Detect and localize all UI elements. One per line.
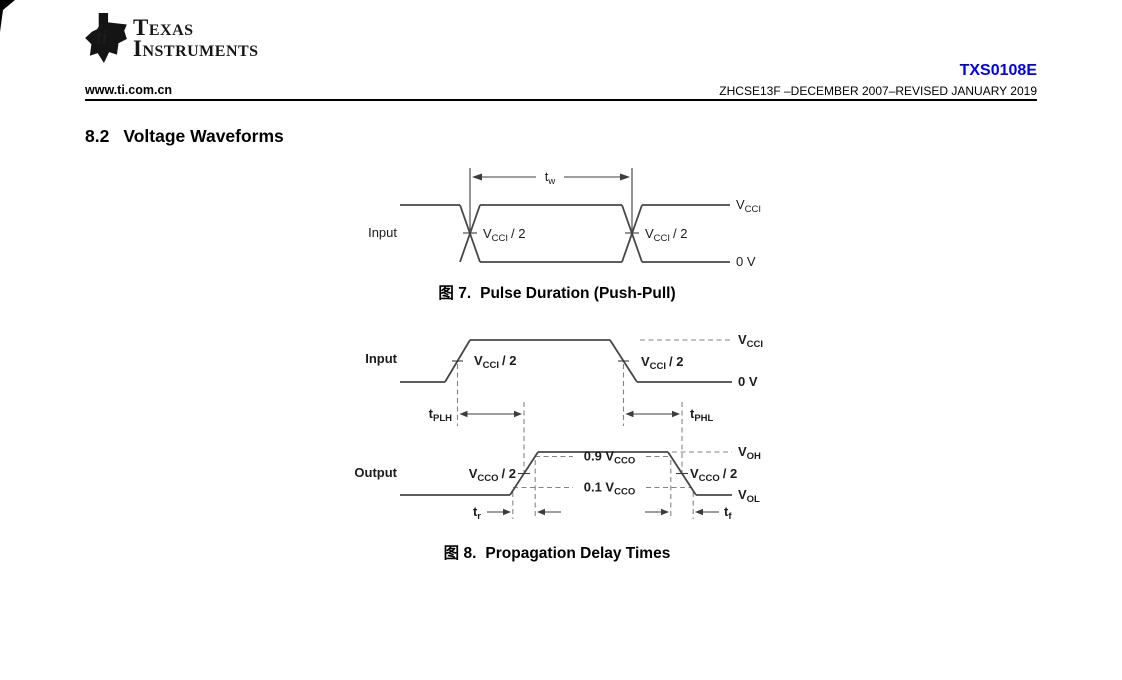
fig7-arrowheads: [472, 173, 630, 181]
fig7-pulse-duration-diagram: Input tw VCCI/ 2 VCCI/ 2 VCCI 0 V: [368, 168, 761, 269]
fig7-vcci-level-label: VCCI: [736, 197, 761, 215]
section-heading: 8.2 Voltage Waveforms: [85, 126, 284, 147]
fig8-caption: 图 8. Propagation Delay Times: [287, 541, 827, 563]
ti-logo-bug-icon: ti: [85, 13, 127, 63]
fig8-dashed-guides: [456, 339, 732, 519]
fig7-dimension-lines: [463, 168, 639, 234]
document-revision-code: ZHCSE13F –DECEMBER 2007–REVISED JANUARY …: [719, 84, 1037, 98]
fig8-vcco-half-label-left: VCCO/ 2: [469, 466, 516, 484]
fig8-arrowheads: [459, 410, 703, 516]
fig8-midpoint-ticks: [452, 360, 688, 475]
fig8-vcco-half-label-right: VCCO/ 2: [690, 466, 737, 484]
fig8-propagation-delay-diagram: Input Output VCCI 0 V VCCI/ 2 VCCI/ 2 tP…: [354, 332, 763, 522]
fig8-zero-level-label: 0 V: [738, 374, 758, 389]
fig7-caption-title: Pulse Duration (Push-Pull): [480, 285, 676, 302]
ti-logo-wordmark-line2: Instruments: [133, 36, 259, 61]
fig8-tplh-label: tPLH: [429, 406, 452, 424]
fig8-tphl-label: tPHL: [690, 406, 714, 424]
ti-logo-wordmark: Texas Instruments: [133, 15, 259, 61]
fig8-vcci-half-label-left: VCCI/ 2: [474, 353, 517, 371]
fig8-tf-label: tf: [724, 504, 732, 522]
website-link[interactable]: www.ti.com.cn: [85, 83, 173, 97]
fig8-vol-level-label: VOL: [738, 487, 760, 505]
fig8-tr-label: tr: [473, 504, 481, 522]
part-number-link[interactable]: TXS0108E: [959, 62, 1037, 79]
fig7-vcci-half-label-right: VCCI/ 2: [645, 226, 688, 244]
fig8-09vcco-label: 0.9 VCCO: [584, 449, 635, 467]
fig8-vcci-level-label: VCCI: [738, 332, 763, 350]
fig8-input-label: Input: [365, 351, 397, 366]
fig7-vcci-half-label-left: VCCI/ 2: [483, 226, 526, 244]
fig8-dimension-lines: [467, 413, 719, 513]
header-divider: [85, 99, 1037, 101]
fig7-tw-label: tw: [545, 169, 556, 187]
fig8-01vcco-label: 0.1 VCCO: [584, 480, 635, 498]
section-number: 8.2: [85, 126, 110, 146]
corner-crop-mark: [0, 0, 15, 32]
section-title: Voltage Waveforms: [123, 126, 284, 146]
fig8-voh-level-label: VOH: [738, 444, 761, 462]
ti-logo: ti Texas Instruments: [85, 13, 259, 63]
fig8-vcci-half-label-right: VCCI/ 2: [641, 354, 684, 372]
fig7-caption-number: 图 7.: [438, 285, 472, 302]
ti-logo-wordmark-line1: Texas: [133, 15, 194, 40]
fig8-caption-number: 图 8.: [443, 545, 477, 562]
fig7-caption: 图 7. Pulse Duration (Push-Pull): [287, 281, 827, 303]
fig7-input-label: Input: [368, 225, 397, 240]
fig8-output-label: Output: [354, 465, 397, 480]
fig8-caption-title: Propagation Delay Times: [485, 545, 671, 562]
fig7-zero-level-label: 0 V: [736, 254, 756, 269]
ti-logo-bug-text: ti: [96, 27, 108, 48]
